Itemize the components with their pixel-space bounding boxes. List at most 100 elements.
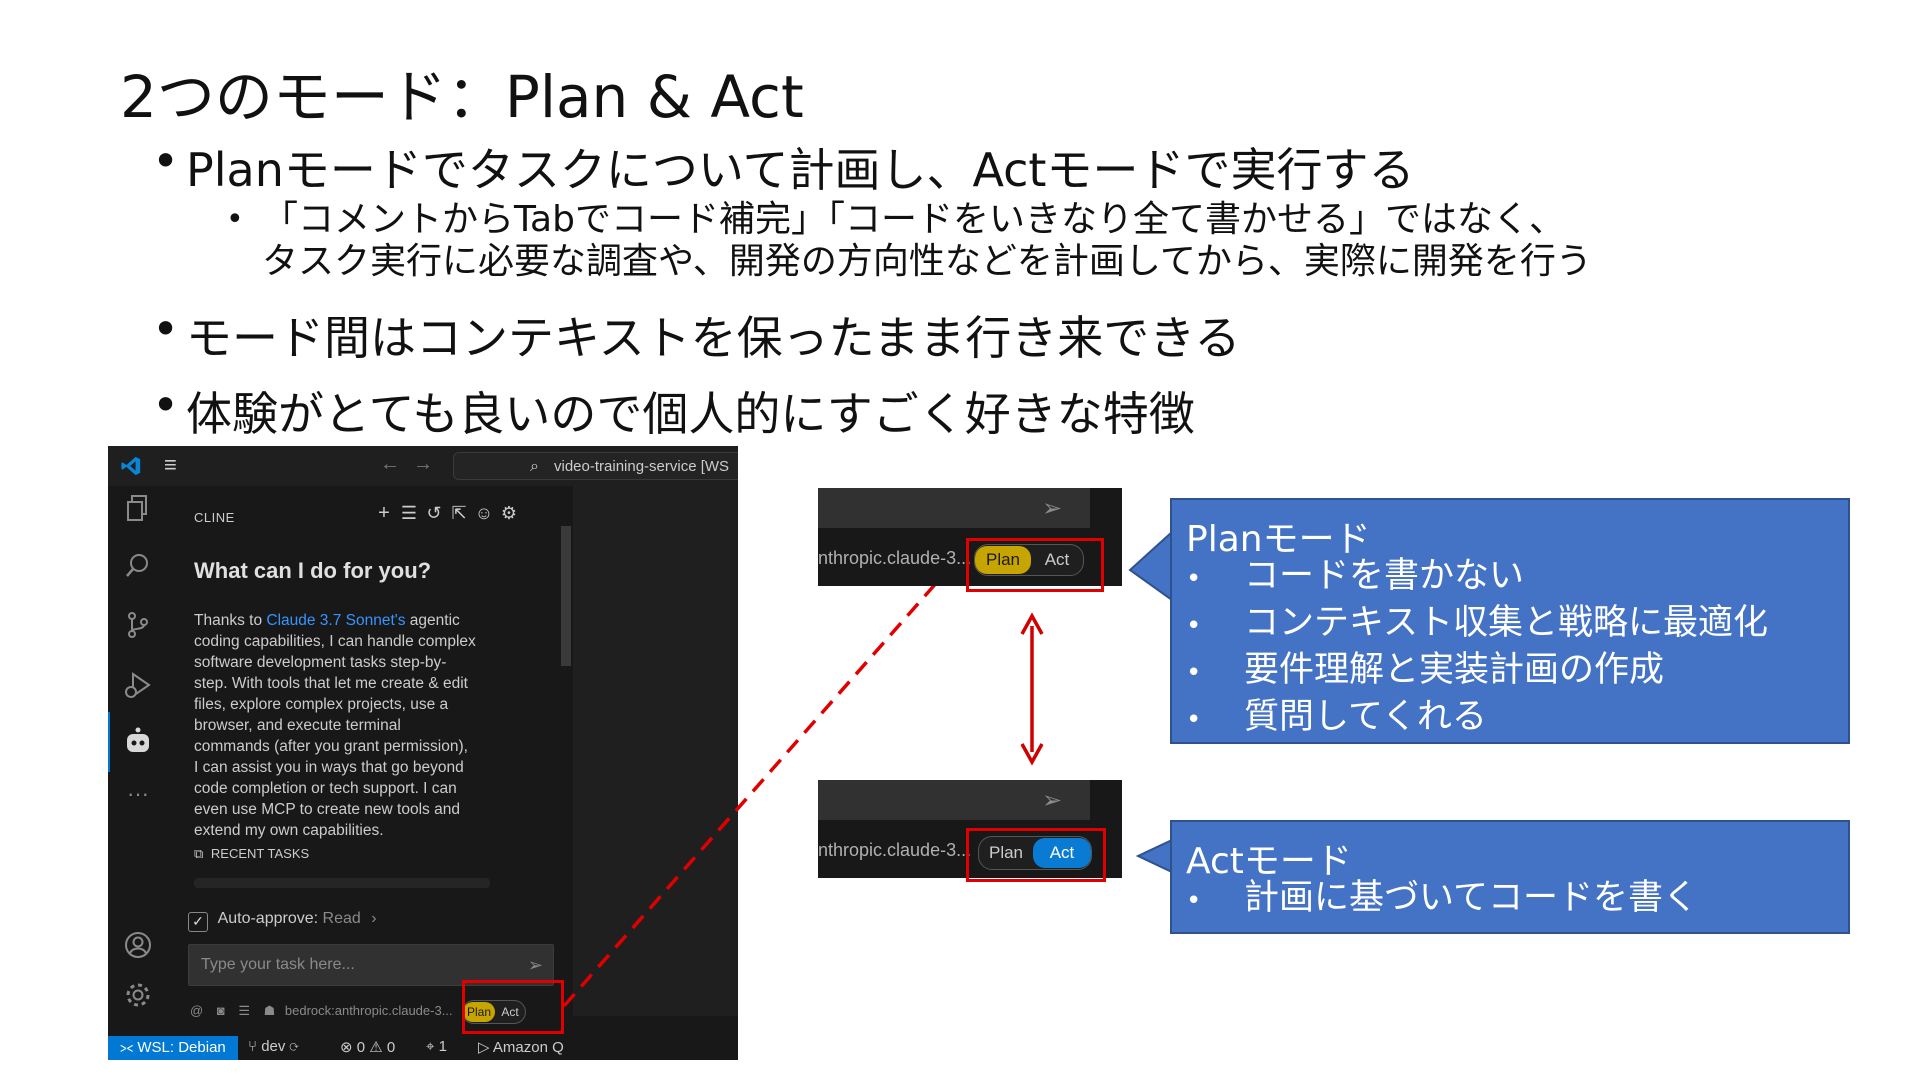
model-icon[interactable]: ☗: [263, 1003, 276, 1018]
accounts-icon[interactable]: [122, 930, 154, 962]
act-highlight-box: [966, 828, 1106, 882]
explorer-icon[interactable]: [122, 494, 154, 526]
send-icon: ➢: [1042, 787, 1063, 814]
remote-indicator[interactable]: ⪥ WSL: Debian: [108, 1036, 238, 1060]
branch-icon: ⑂: [248, 1038, 258, 1055]
plus-icon[interactable]: +: [378, 502, 390, 524]
act-item-1: 計画に基づいてコードを書く: [1244, 878, 1698, 918]
mcp-icon[interactable]: ☰: [238, 1003, 250, 1018]
branch-indicator[interactable]: ⑂ dev ⟳: [248, 1038, 299, 1055]
zoom-toggle-act: Plan Act: [978, 836, 1092, 870]
sub-bullet-dot: •: [226, 202, 244, 237]
recent-tasks-header[interactable]: ⧉ RECENT TASKS: [194, 846, 309, 862]
sidebar-scrollbar[interactable]: [561, 526, 571, 666]
auto-approve-label: Auto-approve:: [217, 910, 319, 927]
sub-bullet-line-1: • 「コメントからTabでコード補完」「コードをいきなり全て書かせる」ではなく、: [226, 198, 1565, 242]
ports-icon: ⌖: [426, 1038, 435, 1055]
chevron-right-icon: ›: [371, 910, 377, 927]
arrow-head-down: [1020, 743, 1044, 766]
vscode-logo-icon: [121, 456, 141, 476]
welcome-description: Thanks to Claude 3.7 Sonnet's agentic co…: [194, 610, 476, 841]
task-input[interactable]: Type your task here... ➢: [188, 944, 554, 986]
account-icon[interactable]: ☺: [474, 503, 494, 523]
plan-callout-list: • コードを書かない • コンテキスト収集と戦略に最適化 •要件理解と実装計画の作成…: [1186, 554, 1768, 742]
search-view-icon[interactable]: [122, 552, 154, 584]
plan-act-toggle[interactable]: Plan Act: [462, 1000, 526, 1024]
bullet-1-text: Planモードでタスクについて計画し、Actモードで実行する: [186, 143, 1415, 197]
menu-icon[interactable]: ≡: [164, 452, 177, 477]
bullet-dot: •: [1186, 611, 1202, 641]
zoom-act-option: Act: [1044, 550, 1070, 569]
act-callout-item: • 計画に基づいてコードを書く: [1186, 876, 1698, 923]
task-placeholder: Type your task here...: [201, 956, 355, 973]
active-indicator: [108, 712, 110, 772]
plan-item-2: コンテキスト収集と戦略に最適化: [1244, 603, 1768, 643]
auto-approve-value: Read: [322, 910, 361, 927]
plan-item-3: 要件理解と実装計画の作成: [1244, 650, 1665, 690]
ports-label: 1: [438, 1038, 447, 1055]
play-icon: ▷: [478, 1039, 490, 1056]
amazon-q-label: Amazon Q: [492, 1039, 564, 1056]
plan-item-1: コードを書かない: [1244, 556, 1525, 596]
recent-tasks-icon: ⧉: [194, 846, 204, 861]
toggle-highlight-box: [462, 980, 564, 1034]
zoom-input: ➢: [818, 780, 1090, 820]
search-text: video-training-service [WS: [554, 458, 730, 475]
editor-area: [573, 486, 738, 1016]
camera-icon[interactable]: ◙: [216, 1003, 225, 1018]
plan-callout-item: •質問してくれる: [1186, 695, 1768, 742]
send-icon: ➢: [1042, 495, 1063, 522]
plan-option[interactable]: Plan: [463, 1002, 495, 1022]
zoom-plan-mode: ➢ nthropic.claude-3... Plan Act: [818, 488, 1122, 586]
claude-link[interactable]: Claude 3.7 Sonnet's: [266, 612, 406, 629]
bullet-dot: •: [152, 302, 180, 356]
title-bar: ≡ ← → ⌕ video-training-service [WS: [108, 446, 738, 487]
run-debug-icon[interactable]: [122, 670, 154, 702]
dashed-connector: [562, 554, 962, 1008]
plan-callout-title: Planモード: [1186, 519, 1371, 560]
cline-sidebar: CLINE + ☰ ↺ ⇱ ☺ ⚙ What can I do for you?…: [168, 486, 573, 1024]
plan-callout-item: • コードを書かない: [1186, 554, 1768, 601]
ports-indicator[interactable]: ⌖ 1: [426, 1038, 447, 1055]
plan-mode-callout: Planモード • コードを書かない • コンテキスト収集と戦略に最適化 •要件理解…: [1170, 498, 1850, 744]
recent-task-item[interactable]: [194, 878, 490, 888]
zoom-plan-option: Plan: [988, 843, 1024, 862]
zoom-act-option: Act: [1033, 838, 1091, 868]
bullet-2-text: モード間はコンテキストを保ったまま行き来できる: [186, 311, 1241, 365]
model-selector[interactable]: bedrock:anthropic.claude-3...: [284, 1003, 453, 1018]
desc-post: agentic coding capabilities, I can handl…: [194, 612, 476, 839]
act-callout-title: Actモード: [1186, 841, 1352, 882]
plan-item-4: 質問してくれる: [1244, 697, 1487, 737]
mention-icon[interactable]: @: [190, 1003, 204, 1018]
remote-label: WSL: Debian: [137, 1039, 226, 1056]
plan-callout-pointer: [1128, 529, 1173, 602]
plan-callout-item: • コンテキスト収集と戦略に最適化: [1186, 601, 1768, 648]
bullet-dot: •: [1186, 564, 1202, 594]
bullet-2: • モード間はコンテキストを保ったまま行き来できる: [152, 302, 1241, 368]
recent-tasks-label: RECENT TASKS: [210, 846, 310, 861]
plan-callout-item: •要件理解と実装計画の作成: [1186, 648, 1768, 695]
settings-gear-icon[interactable]: ⚙: [500, 503, 518, 523]
command-center-search[interactable]: ⌕ video-training-service [WS: [453, 452, 738, 480]
popout-icon[interactable]: ⇱: [451, 503, 467, 523]
more-views-icon[interactable]: ···: [127, 781, 149, 806]
cline-robot-icon[interactable]: [122, 726, 154, 758]
zoom-model-text: nthropic.claude-3...: [818, 840, 972, 860]
back-arrow-icon[interactable]: ←: [380, 453, 400, 475]
auto-approve-checkbox[interactable]: ✓: [188, 912, 208, 932]
amazon-q-indicator[interactable]: ▷ Amazon Q: [478, 1038, 564, 1056]
forward-arrow-icon[interactable]: →: [413, 453, 433, 475]
source-control-icon[interactable]: [122, 610, 154, 642]
manage-gear-icon[interactable]: [122, 980, 154, 1012]
problems-indicator[interactable]: ⊗ 0 ⚠ 0: [340, 1039, 396, 1056]
branch-label: dev: [261, 1038, 286, 1055]
bullet-dot: •: [1186, 886, 1202, 916]
act-option[interactable]: Act: [501, 1005, 519, 1019]
mcp-servers-icon[interactable]: ☰: [400, 503, 418, 523]
history-icon[interactable]: ↺: [426, 503, 442, 523]
bullet-dot: •: [152, 378, 180, 432]
send-icon[interactable]: ➢: [527, 955, 543, 975]
auto-approve-row[interactable]: ✓ Auto-approve: Read ›: [188, 910, 377, 932]
desc-pre: Thanks to: [194, 612, 267, 629]
